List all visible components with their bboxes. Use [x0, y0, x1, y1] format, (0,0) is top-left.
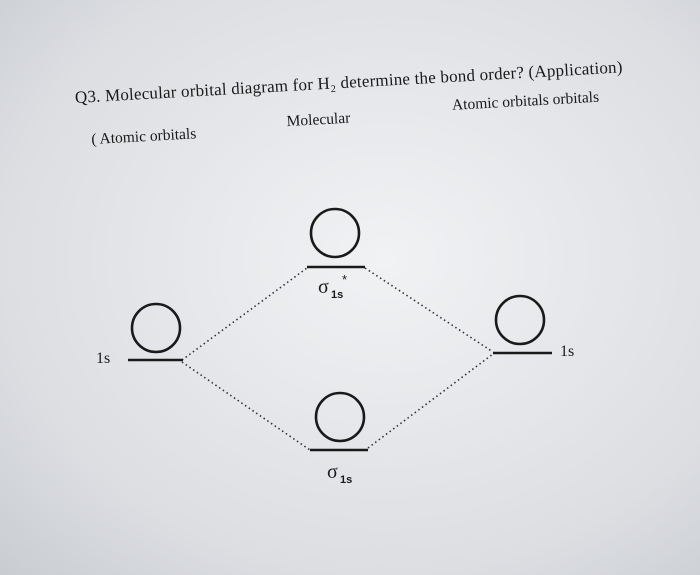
antibonding-star: *	[342, 272, 347, 287]
right-orbital-circle	[494, 294, 546, 346]
connector-bonding-to-right	[367, 353, 494, 449]
left-atomic-orbital: 1s	[96, 302, 183, 367]
connector-left-to-bonding	[181, 361, 311, 451]
antibonding-orbital: σ 1s *	[307, 207, 365, 301]
left-orbital-circle	[130, 302, 182, 354]
antibonding-subscript: 1s	[331, 289, 343, 301]
bonding-sigma-symbol: σ	[327, 461, 338, 483]
right-atomic-orbital: 1s	[493, 294, 574, 360]
antibonding-orbital-circle	[309, 207, 361, 259]
bonding-orbital: σ 1s	[310, 391, 368, 486]
bonding-orbital-circle	[314, 391, 366, 443]
right-orbital-label: 1s	[560, 343, 574, 360]
antibonding-sigma-symbol: σ	[318, 276, 329, 298]
connector-antibonding-to-right	[364, 267, 494, 353]
left-orbital-label: 1s	[96, 350, 110, 367]
bonding-subscript: 1s	[340, 474, 352, 486]
connector-left-to-antibonding	[181, 267, 308, 361]
